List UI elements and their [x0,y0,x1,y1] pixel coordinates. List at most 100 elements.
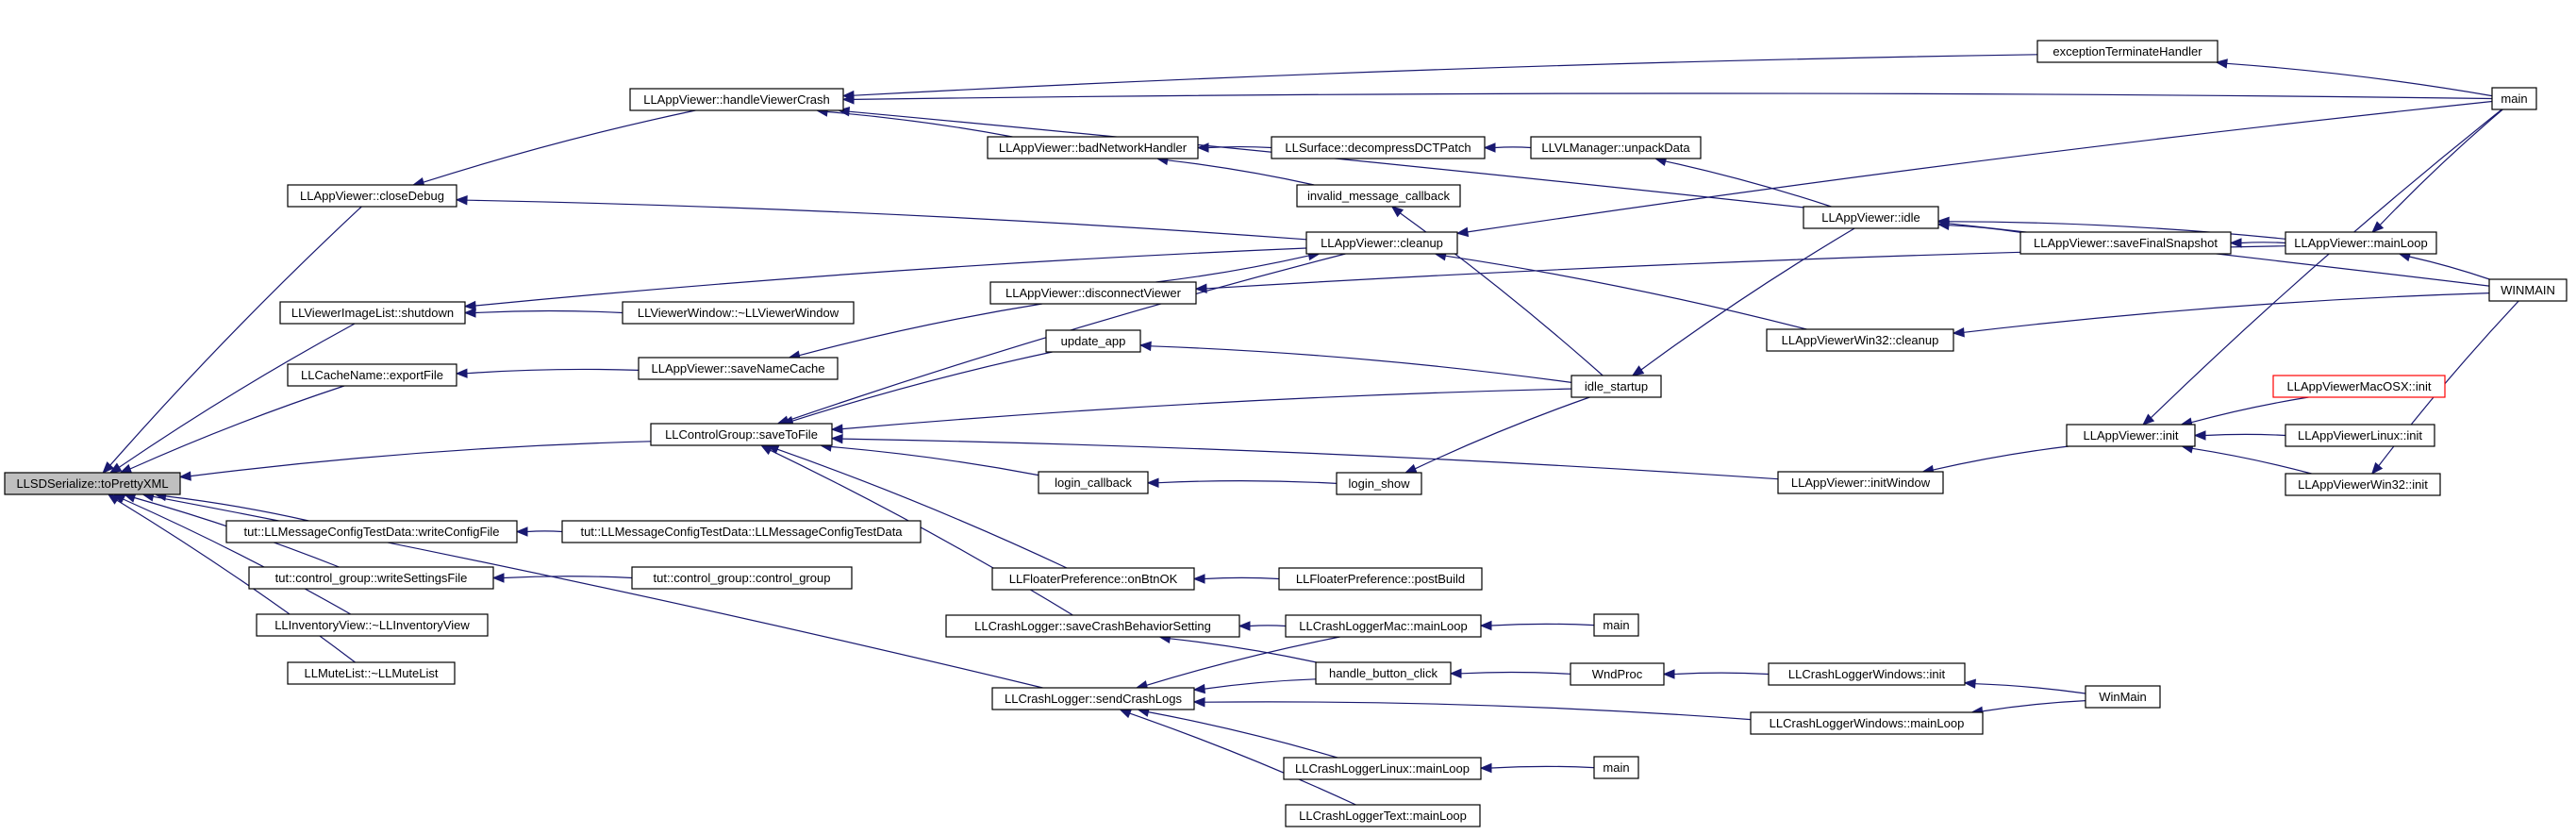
node-box [2491,87,2537,110]
node-textmainloop[interactable]: LLCrashLoggerText::mainLoop [1285,804,1481,827]
node-box [2272,375,2446,398]
node-appmainloop[interactable]: LLAppViewer::mainLoop [2285,231,2437,255]
node-main[interactable]: main [2491,87,2537,110]
node-box [2036,40,2219,63]
node-savecrashbehavior[interactable]: LLCrashLogger::saveCrashBehaviorSetting [945,614,1240,638]
node-initwindow[interactable]: LLAppViewer::initWindow [1777,471,1944,494]
edge-appidle-to-unpackdata [1654,157,1832,208]
node-box [287,184,457,208]
edge-line [791,351,1053,422]
edge-wndproc-to-handlebutton [1449,668,1571,679]
node-label: LLAppViewerLinux::init [2298,428,2422,443]
node-box [991,687,1195,710]
edge-line [116,499,356,663]
node-label: LLSurface::decompressDCTPatch [1285,141,1471,155]
node-badnetwork[interactable]: LLAppViewer::badNetworkHandler [987,136,1199,159]
node-savefinalsnapshot[interactable]: LLAppViewer::saveFinalSnapshot [2019,231,2232,255]
node-mutedtor[interactable]: LLMuteList::~LLMuteList [287,661,456,685]
node-sendcrashlogs[interactable]: LLCrashLogger::sendCrashLogs [991,687,1195,710]
node-decompress[interactable]: LLSurface::decompressDCTPatch [1271,136,1486,159]
node-label: LLCrashLoggerLinux::mainLoop [1295,761,1470,776]
edge-line [1157,480,1338,484]
node-macosxinit[interactable]: LLAppViewerMacOSX::init [2272,375,2446,398]
node-msgtestdata[interactable]: tut::LLMessageConfigTestData::LLMessageC… [561,520,922,543]
node-label: LLCrashLogger::saveCrashBehaviorSetting [974,619,1211,633]
node-winmain[interactable]: WINMAIN [2488,278,2568,302]
edge-line [1933,445,2069,471]
node-exceptionhandler[interactable]: exceptionTerminateHandler [2036,40,2219,63]
node-linuxinit[interactable]: LLAppViewerLinux::init [2285,424,2435,447]
node-disconnectviewer[interactable]: LLAppViewer::disconnectViewer [989,281,1197,305]
edge-appidle-to-idlestartup [1631,227,1855,376]
edge-windowdtor-to-imageshutdown [463,308,623,318]
node-unpackdata[interactable]: LLVLManager::unpackData [1530,136,1702,159]
node-wndproc[interactable]: WndProc [1570,662,1665,686]
node-winmainloop[interactable]: LLCrashLoggerWindows::mainLoop [1750,711,1984,735]
edge-arrowhead [107,493,121,505]
node-label: LLAppViewer::mainLoop [2294,236,2427,250]
edge-line [841,438,1779,480]
node-win32cleanup[interactable]: LLAppViewerWin32::cleanup [1766,328,1954,352]
node-windowdtor[interactable]: LLViewerWindow::~LLViewerWindow [622,301,855,325]
node-win32init[interactable]: LLAppViewerWin32::init [2285,473,2441,496]
edge-arrowhead [1479,762,1492,774]
node-handleviewercrash[interactable]: LLAppViewer::handleViewerCrash [629,88,844,111]
edge-line [129,385,345,470]
node-toprettyxml[interactable]: LLSDSerialize::toPrettyXML [4,472,181,495]
node-writeconfigfile[interactable]: tut::LLMessageConfigTestData::writeConfi… [225,520,518,543]
node-label: handle_button_click [1329,666,1438,680]
edge-arrowhead [455,368,468,378]
node-invalidmsg[interactable]: invalid_message_callback [1296,184,1461,208]
node-mainmac[interactable]: main [1593,613,1639,637]
node-label: WndProc [1592,667,1643,681]
node-writesettingsfile[interactable]: tut::control_group::writeSettingsFile [248,566,494,590]
node-wininit[interactable]: LLCrashLoggerWindows::init [1768,662,1966,686]
edge-arrowhead [1455,226,1470,238]
node-loginshow[interactable]: login_show [1336,472,1422,495]
edge-line [841,388,1572,430]
node-logincallback[interactable]: login_callback [1038,471,1149,494]
node-savetofile[interactable]: LLControlGroup::saveToFile [650,423,833,446]
edge-linuxmainloop-to-sendcrashlogs [1137,707,1338,759]
node-box [2285,231,2437,255]
node-appidle[interactable]: LLAppViewer::idle [1803,206,1939,229]
node-label: exceptionTerminateHandler [2052,44,2202,58]
node-label: LLAppViewer::initWindow [1791,476,1931,490]
node-onbtnok[interactable]: LLFloaterPreference::onBtnOK [991,567,1195,591]
node-invdtor[interactable]: LLInventoryView::~LLInventoryView [256,613,489,637]
edge-arrowhead [1479,620,1492,631]
node-macmainloop[interactable]: LLCrashLoggerMac::mainLoop [1285,614,1482,638]
node-savenamecache[interactable]: LLAppViewer::saveNameCache [638,357,839,380]
node-box [225,520,518,543]
edge-line [2204,433,2286,437]
edge-line [1204,576,1280,580]
node-handlebutton[interactable]: handle_button_click [1315,661,1452,685]
edge-arrowhead [2371,221,2385,233]
node-updateapp[interactable]: update_app [1045,329,1141,353]
node-closedebug[interactable]: LLAppViewer::closeDebug [287,184,457,208]
node-postbuild[interactable]: LLFloaterPreference::postBuild [1278,567,1483,591]
node-exportfile[interactable]: LLCacheName::exportFile [287,363,457,387]
node-linuxmainloop[interactable]: LLCrashLoggerLinux::mainLoop [1283,757,1482,780]
edge-arrowhead [119,463,133,474]
node-winmain[interactable]: WinMain [2085,685,2161,709]
node-label: LLAppViewer::badNetworkHandler [999,141,1188,155]
node-mainlinux[interactable]: main [1593,756,1639,779]
node-box [1285,614,1482,638]
edge-linuxinit-to-appinit [2193,430,2286,441]
edge-line [1148,711,1338,759]
node-idlestartup[interactable]: idle_startup [1571,375,1662,398]
node-box [991,567,1195,591]
edge-line [1948,225,2021,233]
node-label: LLAppViewer::closeDebug [300,189,444,203]
edge-arrowhead [1952,327,1965,338]
node-controlgroup[interactable]: tut::control_group::control_group [631,566,853,590]
node-appinit[interactable]: LLAppViewer::init [2066,424,2196,447]
edge-savecrashbehavior-to-savetofile [759,444,1073,616]
edge-arrowhead [841,94,855,105]
node-cleanup[interactable]: LLAppViewer::cleanup [1305,231,1458,255]
edge-main-to-appinit [2142,109,2502,426]
node-label: LLMuteList::~LLMuteList [305,666,439,680]
node-imageshutdown[interactable]: LLViewerImageList::shutdown [279,301,466,325]
